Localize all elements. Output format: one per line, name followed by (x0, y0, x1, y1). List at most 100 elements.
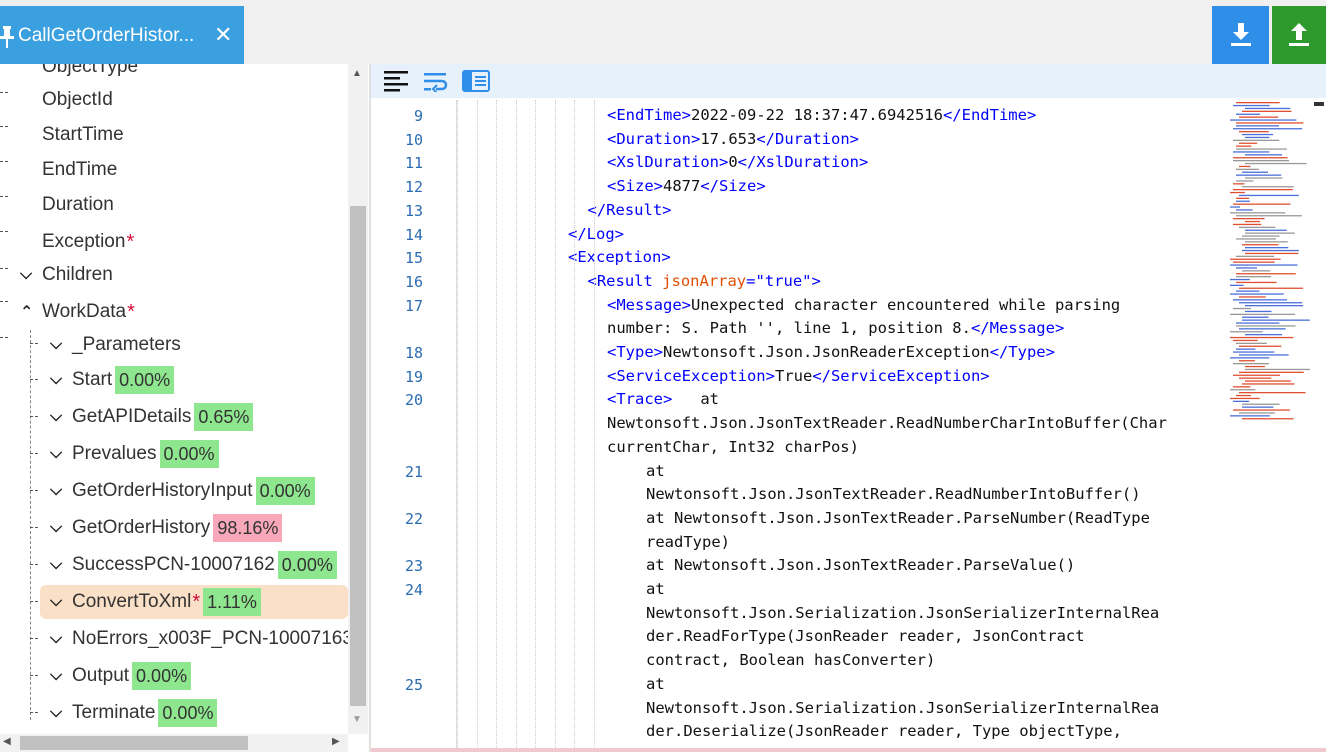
xml-tag: </Result> (587, 200, 672, 219)
line-number: 13 (404, 201, 423, 220)
minimap-line (1239, 226, 1276, 228)
pin-icon[interactable] (0, 26, 14, 53)
tree-node[interactable]: ObjectType (42, 64, 138, 82)
minimap-line (1233, 339, 1258, 342)
download-button[interactable] (1212, 6, 1269, 64)
xml-tag: <Result (587, 271, 663, 290)
xml-text: Newtonsoft.Json.Serialization.JsonSerial… (646, 698, 1160, 717)
minimap-line (1242, 235, 1280, 237)
format-align-icon[interactable] (384, 70, 408, 97)
line-number: 10 (404, 130, 423, 149)
chevron-down-icon[interactable]: ⌵ (50, 371, 63, 388)
upload-button[interactable] (1272, 6, 1326, 64)
chevron-down-icon[interactable]: ⌵ (50, 667, 63, 684)
xml-tag: </Duration> (756, 129, 859, 148)
code-line: <Message>Unexpected character encountere… (607, 296, 1120, 314)
tree-node[interactable]: Duration (42, 190, 114, 220)
minimap-line (1239, 116, 1279, 118)
scroll-up-icon[interactable]: ▲ (352, 68, 362, 79)
minimap-line (1236, 113, 1261, 115)
code-line: <Exception> (568, 248, 671, 266)
tree-node[interactable]: ⌵NoErrors_x003F_PCN-10007163 (50, 624, 348, 654)
xml-tag: <Type> (607, 343, 663, 361)
chevron-down-icon[interactable]: ⌵ (50, 482, 63, 499)
tree-node[interactable]: ⌵_Parameters (50, 330, 181, 360)
code-editor[interactable]: 9<EndTime>2022-09-22 18:37:47.6942516</E… (375, 100, 1226, 752)
tree-node-workdata[interactable]: ⌃WorkData* (20, 297, 135, 327)
minimap-line (1239, 412, 1275, 414)
close-icon[interactable]: ✕ (214, 22, 233, 47)
scroll-thumb[interactable] (350, 206, 366, 706)
tree-node[interactable]: Exception* (42, 227, 134, 257)
minimap-line (1239, 142, 1258, 144)
tree-branch (30, 343, 38, 344)
minimap-toggle-icon[interactable] (462, 70, 490, 97)
tree-node-selected[interactable]: ⌵ConvertToXml*1.11% (50, 587, 261, 617)
chevron-down-icon[interactable]: ⌵ (50, 445, 63, 462)
xml-value: "true" (755, 271, 812, 290)
tree-branch (0, 161, 8, 162)
minimap[interactable] (1228, 100, 1312, 430)
chevron-down-icon[interactable]: ⌵ (50, 519, 63, 536)
word-wrap-icon[interactable] (424, 70, 448, 97)
code-line: contract, Boolean hasConverter) (646, 651, 935, 669)
tree-node[interactable]: EndTime (42, 155, 117, 185)
tree-vertical-scrollbar[interactable]: ▲ ▼ (348, 64, 368, 734)
minimap-line (1245, 154, 1283, 156)
minimap-line (1233, 351, 1275, 353)
xml-tag: </XslDuration> (737, 153, 869, 172)
scroll-down-icon[interactable]: ▼ (352, 714, 362, 725)
minimap-line (1233, 386, 1251, 388)
line-number: 17 (404, 296, 423, 315)
minimap-line (1233, 223, 1262, 226)
chevron-down-icon[interactable]: ⌵ (50, 704, 63, 721)
code-line: <Size>4877</Size> (607, 177, 766, 195)
minimap-line (1230, 264, 1298, 266)
tree-horizontal-scrollbar[interactable]: ◀ ▶ (0, 734, 348, 752)
line-number: 21 (404, 462, 423, 481)
minimap-line (1245, 368, 1310, 371)
minimap-line (1239, 377, 1272, 379)
document-tab[interactable]: CallGetOrderHistor... ✕ (0, 6, 244, 64)
line-number: 15 (404, 249, 423, 268)
code-line: at Newtonsoft.Json.JsonTextReader.ParseN… (646, 509, 1150, 527)
chevron-down-icon[interactable]: ⌵ (50, 630, 63, 647)
scroll-thumb[interactable] (1314, 102, 1324, 106)
scroll-thumb[interactable] (20, 736, 248, 750)
panel-divider[interactable] (369, 64, 371, 752)
tree-branch (0, 301, 8, 302)
minimap-line (1236, 122, 1304, 124)
chevron-down-icon[interactable]: ⌵ (50, 556, 63, 573)
chevron-up-icon[interactable]: ⌃ (20, 304, 34, 321)
tree-node[interactable]: ObjectId (42, 85, 113, 115)
minimap-line (1233, 363, 1269, 365)
tree-node[interactable]: StartTime (42, 120, 124, 150)
chevron-down-icon[interactable]: ⌵ (50, 593, 63, 610)
minimap-line (1236, 394, 1251, 397)
scroll-left-icon[interactable]: ◀ (3, 736, 11, 747)
tree-branch (30, 601, 38, 602)
editor-vertical-scrollbar[interactable] (1312, 100, 1326, 752)
minimap-line (1233, 104, 1270, 107)
tree-node-label: ConvertToXml (72, 591, 192, 612)
chevron-down-icon[interactable]: ⌵ (20, 266, 33, 283)
tree-guide (30, 330, 31, 720)
minimap-line (1233, 307, 1252, 310)
minimap-line (1233, 189, 1293, 191)
tree-node-children[interactable]: ⌵Children (20, 260, 113, 290)
minimap-line (1245, 232, 1295, 234)
scroll-right-icon[interactable]: ▶ (332, 736, 340, 747)
chevron-down-icon[interactable]: ⌵ (50, 336, 63, 353)
tree-node-label: WorkData (42, 301, 127, 322)
minimap-line (1245, 107, 1291, 110)
tab-title[interactable]: CallGetOrderHistor... (18, 25, 195, 46)
chevron-down-icon[interactable]: ⌵ (50, 408, 63, 425)
